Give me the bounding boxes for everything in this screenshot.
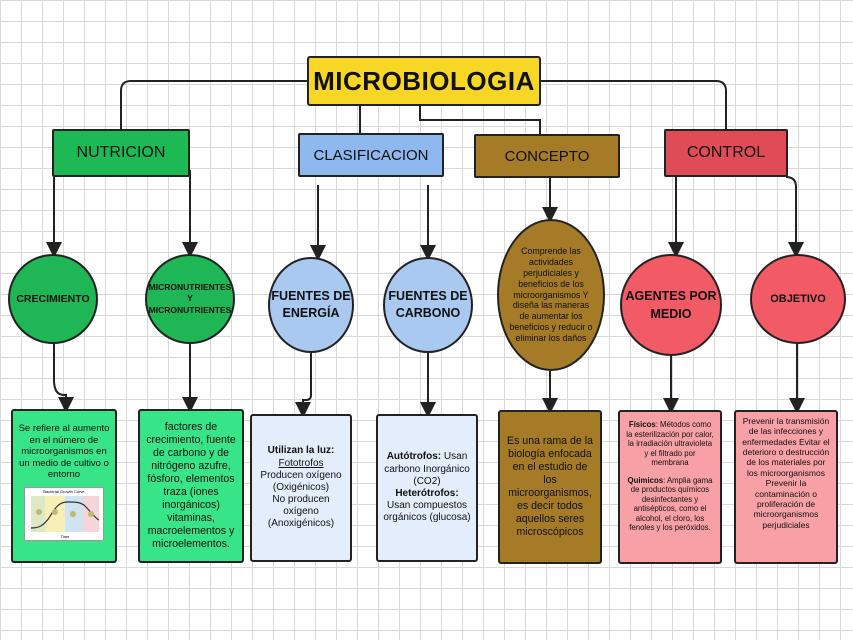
- growth-chart-xlabel: Time: [61, 534, 71, 539]
- energia-line1: Producen oxígeno (Oxigénicos): [260, 469, 342, 493]
- leaf-concepto: Es una rama de la biología enfocada en e…: [498, 410, 602, 564]
- leaf-micronutrientes: factores de crecimiento, fuente de carbo…: [138, 409, 244, 563]
- carbono-auto-label: Autótrofos:: [386, 451, 442, 463]
- header-concepto: CONCEPTO: [474, 134, 620, 178]
- leaf-fuentes-carbono: Autótrofos: Usan carbono Inorgánico (CO2…: [376, 414, 478, 562]
- energia-fototrofos: Fototrofos: [278, 457, 324, 469]
- main-title: MICROBIOLOGIA: [307, 56, 541, 106]
- leaf-crecimiento-text: Se refiere al aumento en el número de mi…: [18, 423, 110, 481]
- energia-line2: No producen oxígeno (Anoxigénicos): [267, 494, 335, 530]
- leaf-objetivo: Prevenir la transmisión de las infeccion…: [734, 410, 838, 564]
- carbono-hetero-label: Heterótrofos:: [395, 488, 459, 499]
- leaf-agentes: Físicos: Métodos como la esterilización …: [618, 410, 722, 564]
- line-control-objetivo: [785, 176, 804, 258]
- leaf-fuentes-energia: Utilizan la luz: Fototrofos Producen oxí…: [250, 414, 352, 562]
- growth-curve-image: Bacterial Growth Curve Time: [24, 486, 104, 541]
- line-title-nutricion: [120, 80, 307, 129]
- node-agentes: AGENTES POR MEDIO: [620, 254, 722, 356]
- carbono-auto-text: Usan carbono Inorgánico (CO2): [384, 451, 470, 487]
- growth-curve-graphic: Bacterial Growth Curve Time: [30, 489, 100, 539]
- node-fuentes-carbono: FUENTES DE CARBONO: [383, 257, 473, 353]
- node-objetivo: OBJETIVO: [750, 254, 846, 344]
- energia-label: Utilizan la luz:: [267, 445, 335, 457]
- node-fuentes-energia: FUENTES DE ENERGÍA: [268, 257, 354, 353]
- growth-chart-title: Bacterial Growth Curve: [43, 489, 85, 494]
- header-clasificacion: CLASIFICACION: [298, 133, 444, 177]
- line-energia-leaf: [295, 353, 312, 418]
- node-micronutrientes: MICRONUTRIENTES Y MICRONUTRIENTES: [145, 254, 235, 344]
- leaf-crecimiento: Se refiere al aumento en el número de mi…: [11, 409, 117, 563]
- line-crec-leaf: [53, 344, 74, 413]
- agentes-quimicos-label: Quimicos: [627, 475, 664, 485]
- carbono-hetero-text: Usan compuestos orgánicos (glucosa): [383, 500, 471, 524]
- line-title-control: [541, 80, 727, 129]
- agentes-quimicos-text: : Amplia gama de productos químicos desi…: [629, 475, 713, 533]
- node-crecimiento: CRECIMIENTO: [8, 254, 98, 344]
- agentes-fisicos-label: Físicos: [628, 420, 656, 429]
- line-title-concepto: [419, 106, 541, 134]
- header-control: CONTROL: [664, 129, 788, 177]
- header-nutricion: NUTRICION: [52, 129, 190, 177]
- node-concepto-oval: Comprende las actividades perjudiciales …: [497, 219, 605, 371]
- agentes-fisicos-text: : Métodos como la esterilización por cal…: [626, 420, 714, 467]
